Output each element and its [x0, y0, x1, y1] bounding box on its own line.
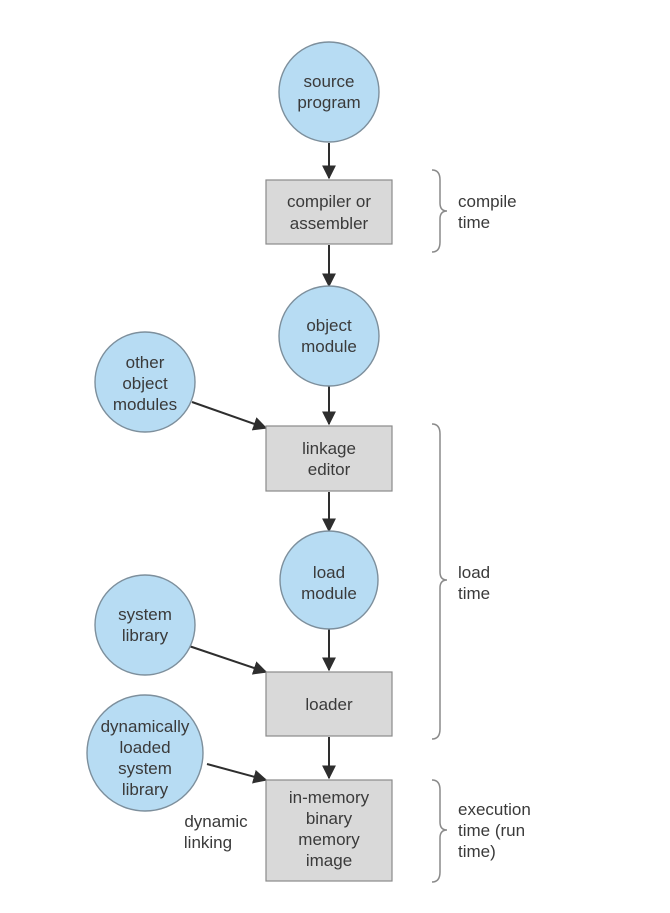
- source-program-line-2: program: [297, 93, 360, 112]
- source-program-line-1: source: [303, 72, 354, 91]
- node-dynamically-loaded-library: dynamically loaded system library: [86, 694, 204, 812]
- node-object-module: object module: [278, 285, 380, 387]
- phase-load-time: load time: [458, 563, 490, 603]
- node-source-program: source program: [278, 41, 380, 143]
- dynamic-linking-line-2: linking: [184, 833, 232, 852]
- compiler-line-1: compiler or: [287, 192, 371, 211]
- object-module-line-1: object: [306, 316, 352, 335]
- node-load-module: load module: [279, 530, 379, 630]
- compile-time-line-1: compile: [458, 192, 517, 211]
- dynamic-linking-line-1: dynamic: [184, 812, 248, 831]
- edge-dynlib-to-image: [206, 763, 268, 784]
- other-modules-line-1: other: [126, 353, 165, 372]
- edge-syslib-to-loader: [188, 645, 268, 675]
- dynamic-linking-label: dynamic linking: [184, 812, 248, 852]
- image-line-1: in-memory: [289, 788, 370, 807]
- load-time-line-1: load: [458, 563, 490, 582]
- dyn-library-line-4: library: [122, 780, 169, 799]
- execution-time-line-2: time (run: [458, 821, 525, 840]
- node-loader: loader: [265, 671, 393, 737]
- other-modules-line-2: object: [122, 374, 168, 393]
- compiler-line-2: assembler: [290, 214, 369, 233]
- node-in-memory-image: in-memory binary memory image: [265, 779, 393, 882]
- dyn-library-line-1: dynamically: [101, 717, 190, 736]
- object-module-line-2: module: [301, 337, 357, 356]
- load-module-line-2: module: [301, 584, 357, 603]
- linkage-editor-line-1: linkage: [302, 439, 356, 458]
- node-linkage-editor: linkage editor: [265, 425, 393, 492]
- load-time-line-2: time: [458, 584, 490, 603]
- image-line-2: binary: [306, 809, 353, 828]
- load-module-line-1: load: [313, 563, 345, 582]
- system-library-line-2: library: [122, 626, 169, 645]
- phase-compile-time: compile time: [458, 192, 517, 232]
- brace-execution-time: [431, 779, 448, 883]
- edge-others-to-linkage: [191, 401, 268, 431]
- brace-compile-time: [431, 169, 448, 253]
- image-line-4: image: [306, 851, 352, 870]
- system-library-line-1: system: [118, 605, 172, 624]
- compile-time-line-2: time: [458, 213, 490, 232]
- execution-time-line-3: time): [458, 842, 496, 861]
- dyn-library-line-3: system: [118, 759, 172, 778]
- loader-label: loader: [305, 695, 353, 714]
- phase-execution-time: execution time (run time): [458, 800, 531, 861]
- node-compiler: compiler or assembler: [265, 179, 393, 245]
- linkage-editor-line-2: editor: [308, 460, 351, 479]
- node-system-library: system library: [94, 574, 196, 676]
- dyn-library-line-2: loaded: [119, 738, 170, 757]
- other-modules-line-3: modules: [113, 395, 177, 414]
- execution-time-line-1: execution: [458, 800, 531, 819]
- node-other-object-modules: other object modules: [94, 331, 196, 433]
- image-line-3: memory: [298, 830, 360, 849]
- brace-load-time: [431, 423, 448, 740]
